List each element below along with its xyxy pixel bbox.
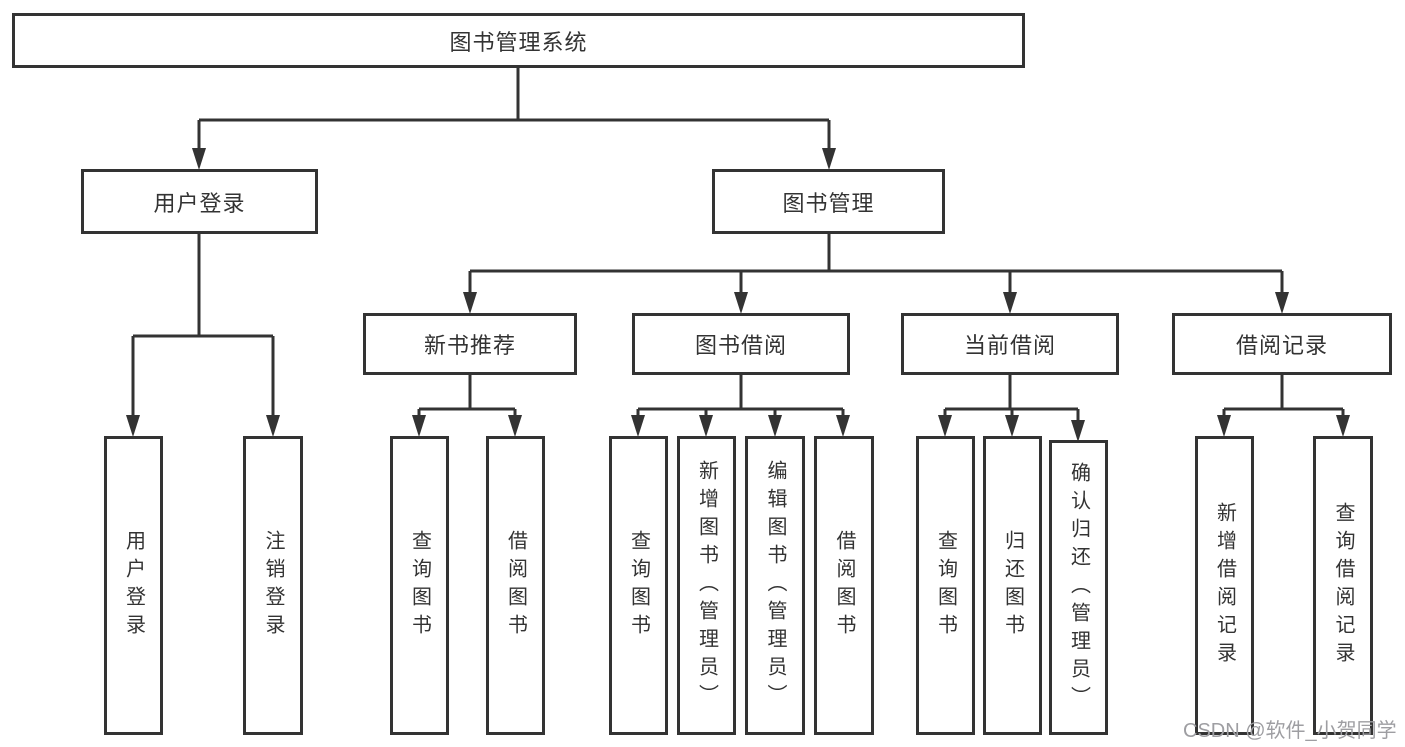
leaf-bb-query-books: 查询图书 bbox=[609, 436, 668, 735]
leaf-bb-add-books-admin: 新增图书（管理员） bbox=[677, 436, 736, 735]
leaf-logout-login: 注销登录 bbox=[243, 436, 303, 735]
node-current-borrowing: 当前借阅 bbox=[901, 313, 1119, 375]
leaf-logout-login-label: 注销登录 bbox=[262, 529, 284, 642]
leaf-bb-borrow-books-label: 借阅图书 bbox=[833, 529, 855, 642]
leaf-user-login: 用户登录 bbox=[104, 436, 163, 735]
leaf-nbr-query-books: 查询图书 bbox=[390, 436, 449, 735]
leaf-br-add-borrow-record-label: 新增借阅记录 bbox=[1213, 501, 1236, 670]
leaf-nbr-borrow-books-label: 借阅图书 bbox=[504, 529, 527, 642]
leaf-user-login-label: 用户登录 bbox=[122, 529, 145, 642]
node-book-borrowing-label: 图书借阅 bbox=[694, 333, 787, 358]
leaf-cb-confirm-return-admin-label: 确认归还（管理员） bbox=[1067, 461, 1090, 714]
leaf-cb-return-books: 归还图书 bbox=[983, 436, 1042, 735]
leaf-br-query-borrow-record-label: 查询借阅记录 bbox=[1332, 501, 1354, 670]
leaf-cb-query-books: 查询图书 bbox=[916, 436, 975, 735]
leaf-cb-return-books-label: 归还图书 bbox=[1001, 529, 1024, 642]
node-root: 图书管理系统 bbox=[12, 13, 1025, 68]
node-new-book-recommendation-label: 新书推荐 bbox=[423, 333, 516, 358]
leaf-br-query-borrow-record: 查询借阅记录 bbox=[1313, 436, 1373, 735]
node-new-book-recommendation: 新书推荐 bbox=[363, 313, 577, 375]
csdn-watermark: CSDN @软件_小贺同学 bbox=[1183, 720, 1397, 742]
leaf-cb-confirm-return-admin: 确认归还（管理员） bbox=[1049, 440, 1108, 735]
node-user-login-label: 用户登录 bbox=[153, 190, 246, 216]
node-borrowing-records-label: 借阅记录 bbox=[1235, 333, 1328, 358]
node-user-login: 用户登录 bbox=[81, 169, 318, 234]
leaf-br-add-borrow-record: 新增借阅记录 bbox=[1195, 436, 1254, 735]
node-book-management-label: 图书管理 bbox=[782, 190, 875, 216]
leaf-bb-add-books-admin-label: 新增图书（管理员） bbox=[695, 459, 718, 712]
node-book-management: 图书管理 bbox=[712, 169, 945, 234]
leaf-bb-edit-books-admin-label: 编辑图书（管理员） bbox=[764, 459, 786, 712]
node-current-borrowing-label: 当前借阅 bbox=[963, 333, 1056, 358]
leaf-nbr-query-books-label: 查询图书 bbox=[408, 529, 431, 642]
leaf-cb-query-books-label: 查询图书 bbox=[934, 529, 957, 642]
node-borrowing-records: 借阅记录 bbox=[1172, 313, 1392, 375]
leaf-bb-query-books-label: 查询图书 bbox=[627, 529, 650, 642]
leaf-bb-borrow-books: 借阅图书 bbox=[814, 436, 874, 735]
node-book-borrowing: 图书借阅 bbox=[632, 313, 850, 375]
arrowheads bbox=[126, 148, 1350, 442]
leaf-bb-edit-books-admin: 编辑图书（管理员） bbox=[745, 436, 805, 735]
leaf-nbr-borrow-books: 借阅图书 bbox=[486, 436, 545, 735]
node-root-label: 图书管理系统 bbox=[449, 29, 588, 55]
